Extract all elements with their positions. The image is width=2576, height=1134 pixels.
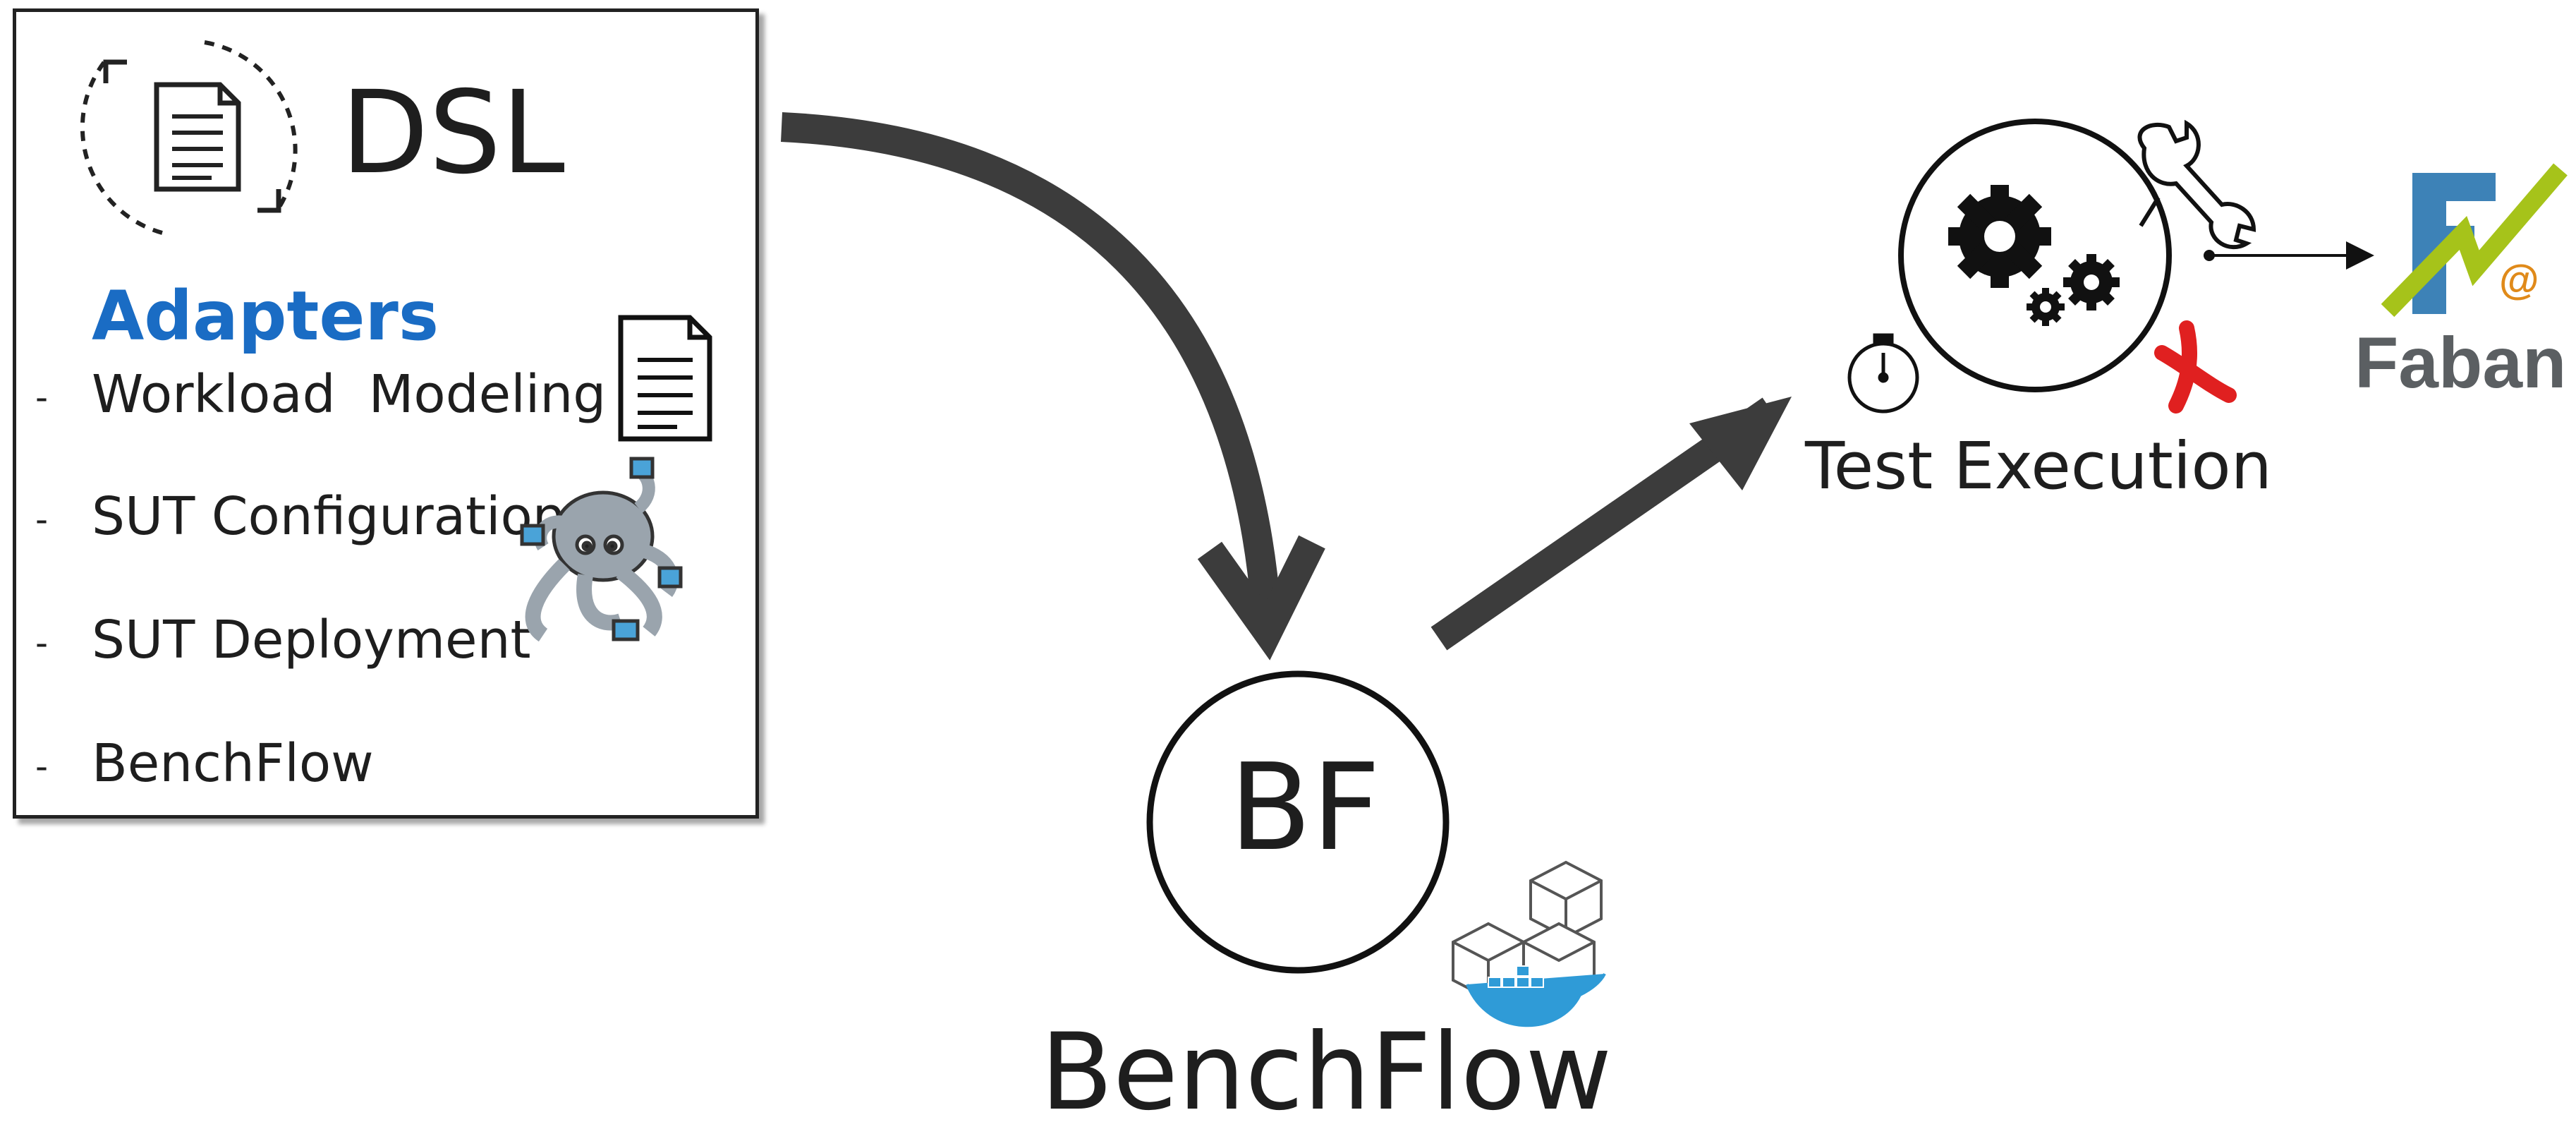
adapter-label: SUT Deployment [92,610,531,670]
bullet: - [35,622,49,664]
dsl-title: DSL [341,67,565,200]
bullet: - [35,377,49,418]
octopus-icon [520,457,683,642]
bf-circle [1146,670,1450,974]
bullet: - [35,499,49,541]
adapter-label: SUT Configuration [92,486,566,547]
test-execution-label: Test Execution [1805,428,2272,504]
faban-at-symbol: @ [2499,257,2539,303]
faban-logo [2381,163,2568,318]
cycle-arrowheads [103,59,281,213]
wrench-icon [2137,119,2256,250]
adapter-item-benchflow: -BenchFlow [35,737,374,790]
adapter-label: Workload Modeling [92,364,607,425]
gears-icon [1948,185,2120,326]
dsl-to-bf-arrow [780,112,1325,661]
stopwatch-icon [1847,333,1919,414]
adapter-item-sut-configuration: -SUT Configuration [35,490,566,543]
workload-document-icon [618,315,712,442]
bf-to-test-arrow [1430,397,1792,651]
docker-icon [1452,860,1606,1027]
red-cross-icon [2154,320,2237,414]
adapter-label: BenchFlow [92,733,374,794]
benchflow-label: BenchFlow [1040,1011,1612,1134]
document-icon [154,82,241,192]
bf-circle-text: BF [1229,738,1381,878]
cycle-arrows-icon [80,40,298,235]
bullet: - [35,746,49,788]
adapters-title: Adapters [92,277,439,356]
adapter-item-workload-modeling: -Workload Modeling [35,368,606,421]
test-to-faban-connector [2204,241,2374,270]
faban-label: Faban [2355,322,2567,403]
adapter-item-sut-deployment: -SUT Deployment [35,614,531,666]
